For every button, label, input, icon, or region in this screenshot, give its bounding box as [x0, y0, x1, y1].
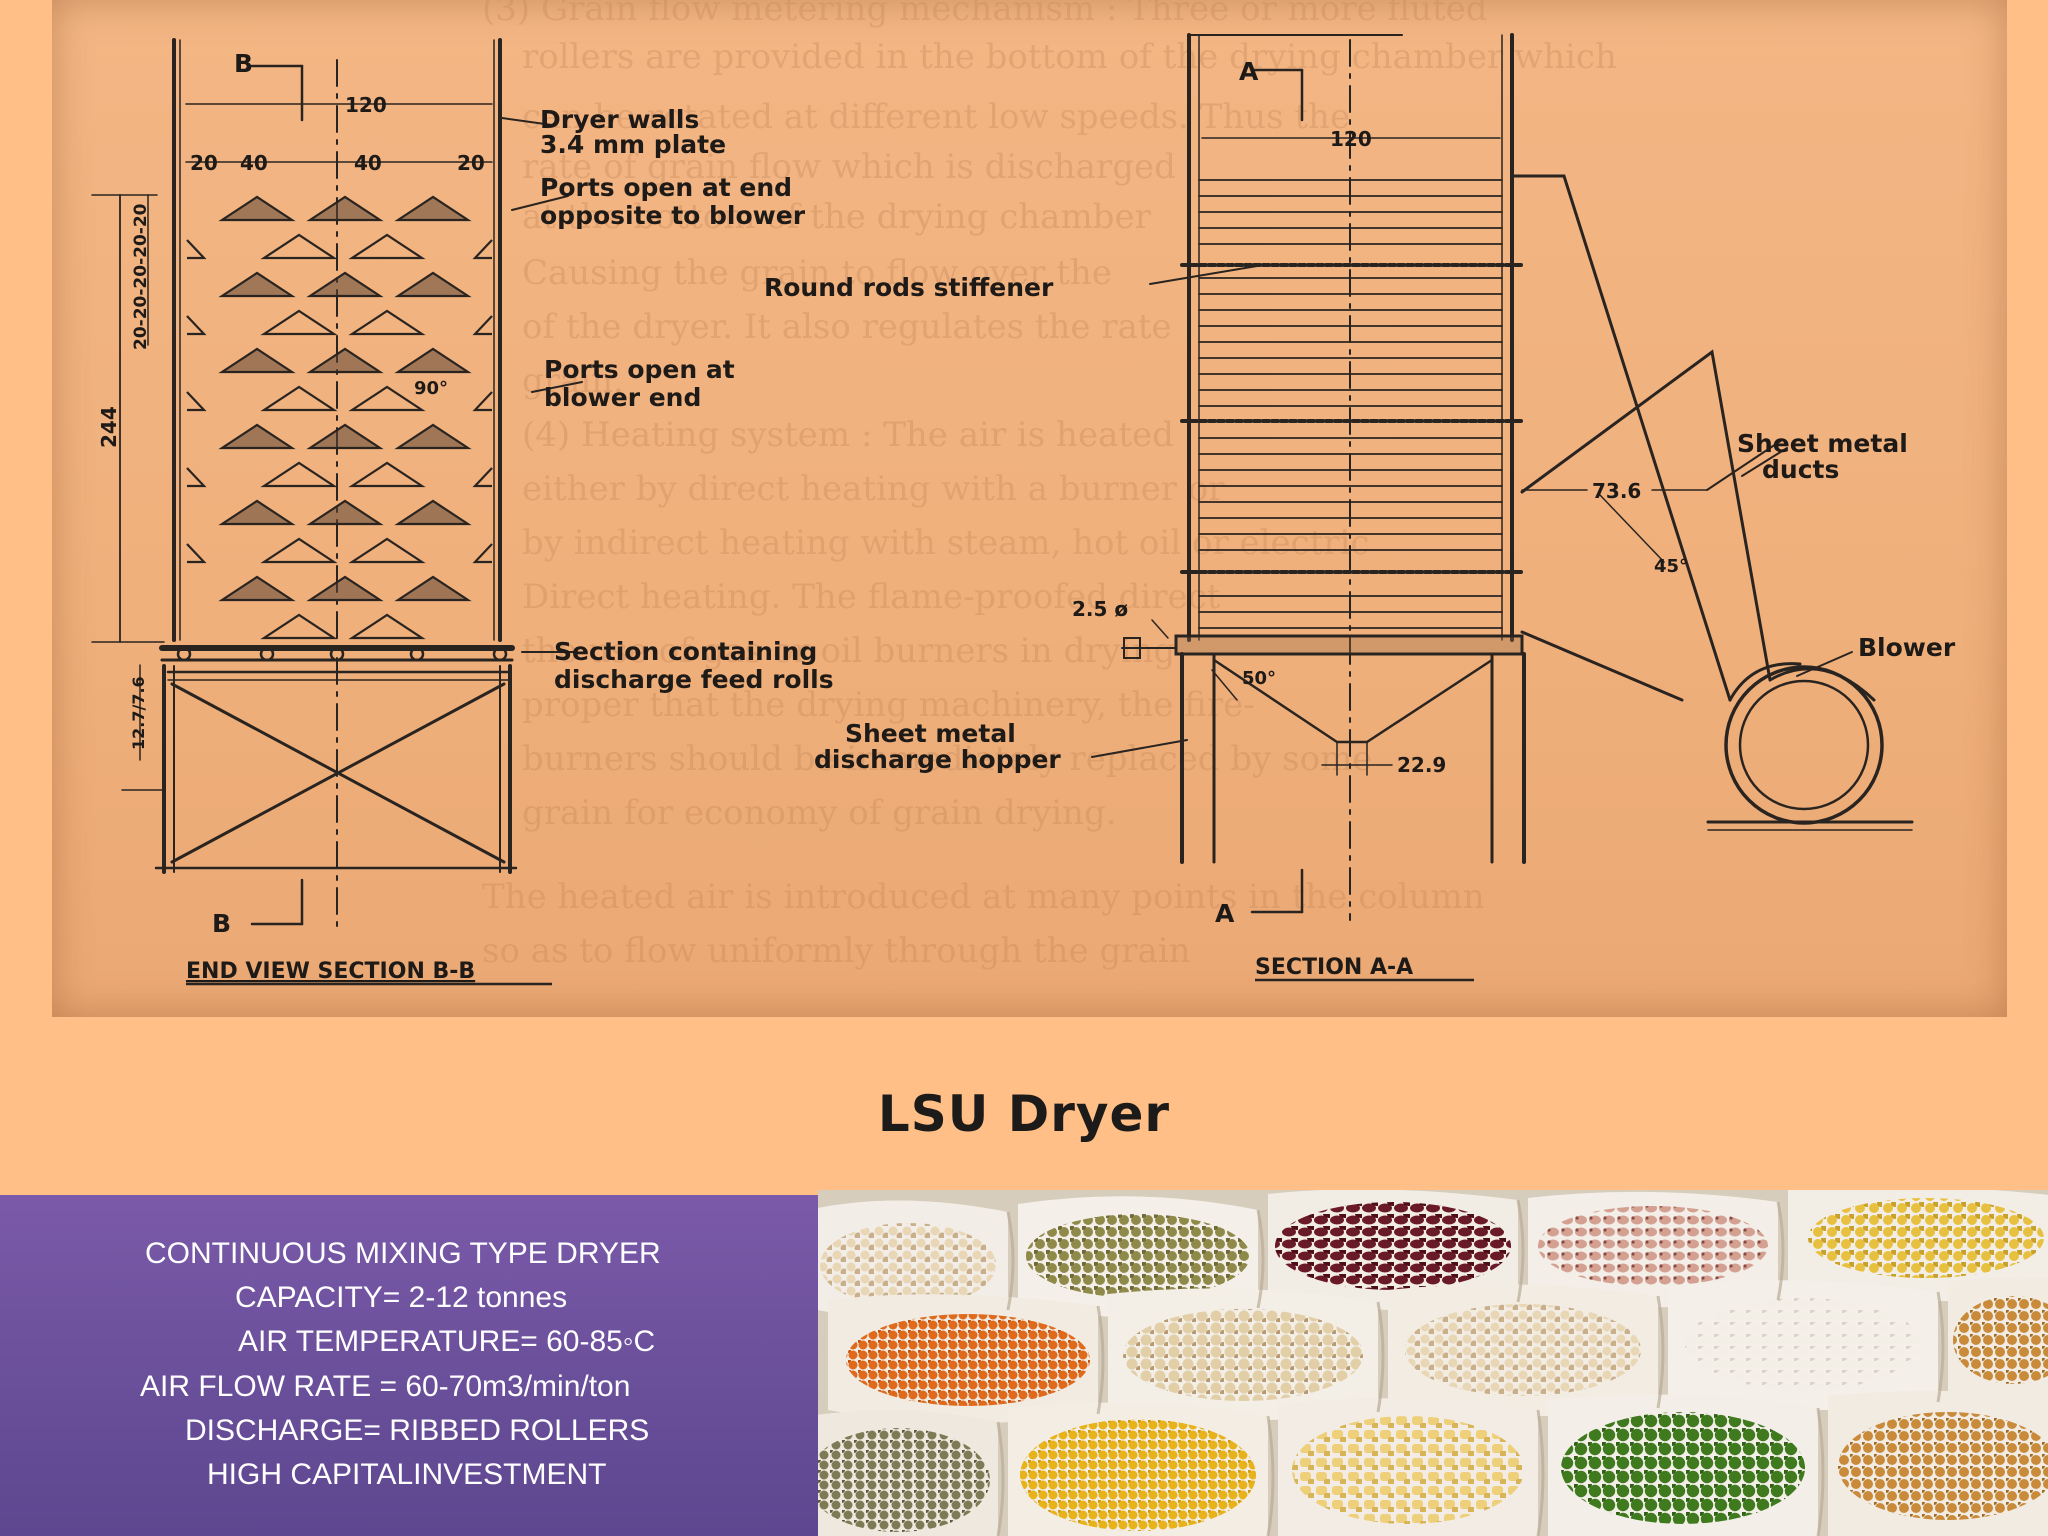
- bleed-line: grain.: [522, 361, 624, 401]
- dim-height: 244: [97, 406, 121, 448]
- bleed-line: (3) Grain flow metering mechanism : Thre…: [482, 0, 1488, 29]
- port-angle: 90°: [414, 378, 448, 399]
- dim-top-20b: 20: [457, 151, 485, 175]
- spec-investment: HIGH CAPITALINVESTMENT: [207, 1458, 607, 1491]
- bleed-through-text: (3) Grain flow metering mechanism : Thre…: [482, 0, 1617, 971]
- bleed-line: either by direct heating with a burner o…: [522, 469, 1225, 509]
- bleed-line: The heated air is introduced at many poi…: [482, 877, 1485, 917]
- bleed-line: rollers are provided in the bottom of th…: [522, 37, 1617, 77]
- ports-end-label-line2: opposite to blower: [540, 201, 806, 230]
- dryer-diagram: (3) Grain flow metering mechanism : Thre…: [91, 0, 1956, 986]
- duct-angle: 45°: [1654, 556, 1688, 577]
- section-marker-b-bottom: B: [212, 909, 231, 938]
- grain-sacks-illustration: [818, 1190, 2048, 1536]
- spec-type: CONTINUOUS MIXING TYPE DRYER: [145, 1237, 661, 1270]
- dim-bottom: 12.7/7.6: [129, 676, 148, 750]
- sack-folds: [996, 1199, 1945, 1536]
- dim-width-left: 120: [345, 93, 387, 117]
- port-triangles: [186, 195, 493, 640]
- blower-label: Blower: [1858, 633, 1956, 662]
- diagram-scan: (3) Grain flow metering mechanism : Thre…: [52, 0, 2007, 1017]
- rods-label: Round rods stiffener: [764, 273, 1054, 302]
- ports-filled: [218, 195, 472, 602]
- bleed-line: burners should be immediately replaced b…: [522, 739, 1372, 779]
- dim-side-stack: 20-20-20-20-20: [131, 203, 151, 350]
- ports-blower-label-line2: blower end: [544, 383, 701, 412]
- sack-row: [828, 1277, 2048, 1424]
- section-marker-b-top: B: [234, 49, 253, 78]
- sack-row: [818, 1390, 2048, 1536]
- bleed-line: (4) Heating system : The air is heated: [522, 415, 1174, 455]
- bleed-line: by indirect heating with steam, hot oil …: [522, 523, 1369, 563]
- bleed-line: Causing the grain to flow over the: [522, 253, 1112, 293]
- spec-air-temperature: AIR TEMPERATURE= 60-85◦C: [238, 1325, 656, 1358]
- bleed-line: proper that the drying machinery, the fi…: [522, 685, 1255, 725]
- dim-width-right: 120: [1330, 127, 1372, 151]
- hopper-label-line1: Sheet metal: [845, 719, 1016, 748]
- left-caption: END VIEW SECTION B-B: [186, 959, 475, 984]
- discharge-label-line1: Section containing: [554, 637, 817, 666]
- bleed-line: Direct heating. The flame-proofed direct: [522, 577, 1221, 617]
- sack-row: [818, 1190, 2048, 1320]
- ducts-label-line1: Sheet metal: [1737, 429, 1908, 458]
- ducts-label-line2: ducts: [1762, 455, 1839, 484]
- ports-blower-label-line1: Ports open at: [544, 355, 735, 384]
- spec-discharge: DISCHARGE= RIBBED ROLLERS: [185, 1414, 650, 1447]
- section-marker-a-top: A: [1239, 57, 1259, 86]
- walls-label-line1: Dryer walls: [540, 105, 699, 134]
- dim-top-40b: 40: [354, 151, 382, 175]
- dim-top-20a: 20: [190, 151, 218, 175]
- dim-top-40a: 40: [240, 151, 268, 175]
- bleed-line: at the bottom of the drying chamber: [522, 197, 1152, 237]
- specs-panel: CONTINUOUS MIXING TYPE DRYER CAPACITY= 2…: [0, 1195, 818, 1536]
- right-caption: SECTION A-A: [1255, 955, 1413, 980]
- hopper-label-line2: discharge hopper: [814, 745, 1061, 774]
- ports-end-label-line1: Ports open at end: [540, 173, 792, 202]
- bleed-line: the use of gas or oil burners in drying: [522, 631, 1175, 671]
- ports-open: [186, 233, 493, 640]
- bleed-line: grain for economy of grain drying.: [522, 793, 1117, 833]
- bleed-line: can be rotated at different low speeds. …: [522, 97, 1350, 137]
- spec-air-flow-rate: AIR FLOW RATE = 60-70m3/min/ton: [140, 1370, 631, 1403]
- page-title: LSU Dryer: [877, 1085, 1171, 1143]
- discharge-label-line2: discharge feed rolls: [554, 665, 834, 694]
- dim-outlet: 22.9: [1397, 753, 1446, 777]
- rod-stiffeners: [1180, 263, 1524, 574]
- end-view-section: [91, 38, 583, 931]
- dim-pipe: 2.5 ø: [1072, 597, 1128, 621]
- section-marker-a-bottom: A: [1215, 899, 1235, 928]
- walls-label-line2: 3.4 mm plate: [540, 130, 726, 159]
- bleed-line: rate of grain flow which is discharged: [522, 147, 1176, 187]
- dim-duct: 73.6: [1592, 479, 1641, 503]
- section-a-a: [1091, 33, 1914, 921]
- bleed-line: so as to flow uniformly through the grai…: [482, 931, 1191, 971]
- dryer-slats: [1198, 179, 1503, 629]
- spec-capacity: CAPACITY= 2-12 tonnes: [235, 1281, 568, 1314]
- grain-sacks-photo: [818, 1190, 2048, 1536]
- bleed-line: of the dryer. It also regulates the rate: [522, 307, 1172, 347]
- hopper-angle: 50°: [1242, 668, 1276, 689]
